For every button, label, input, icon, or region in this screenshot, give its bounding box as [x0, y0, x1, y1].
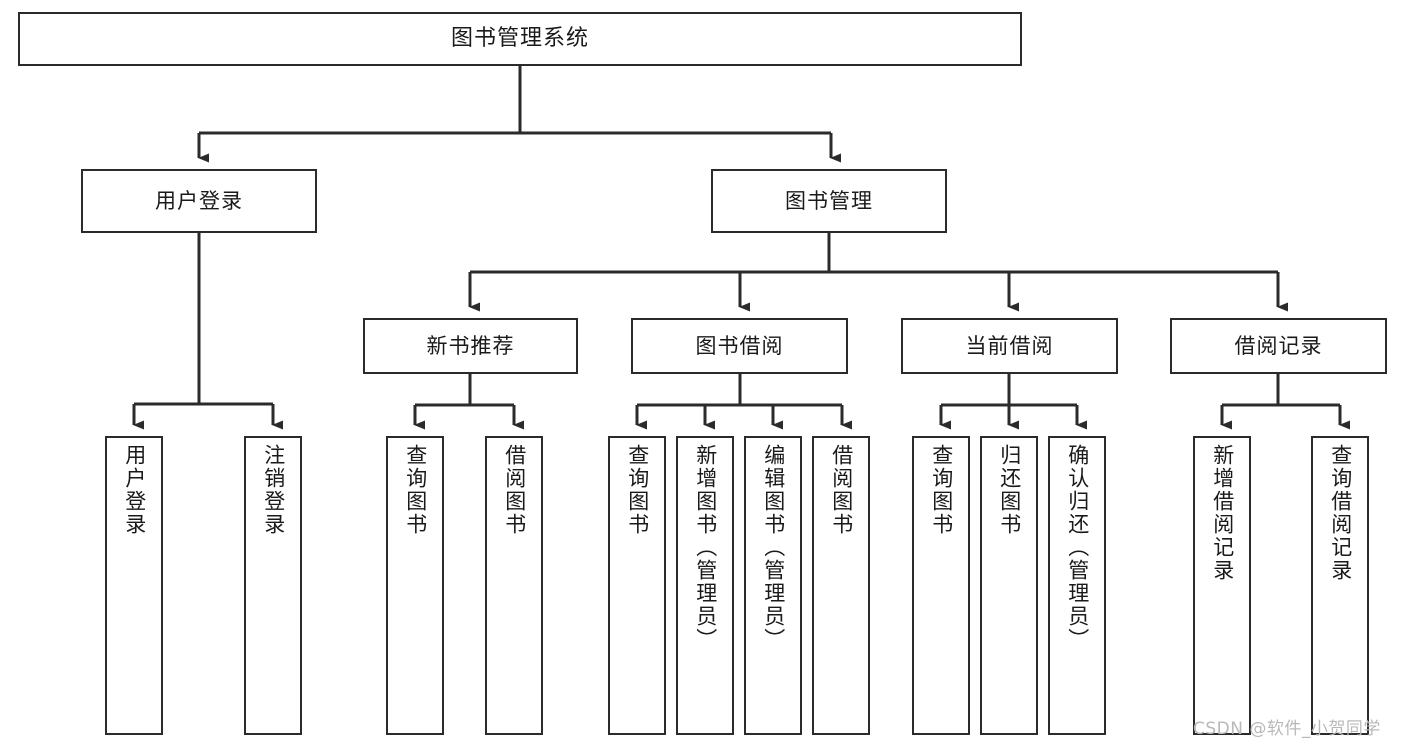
leaf-current-return-book[interactable]: 归还图书	[980, 436, 1038, 735]
node-label: 用户登录	[155, 188, 243, 213]
leaf-user-login-logout[interactable]: 注销登录	[244, 436, 302, 735]
node-user-login[interactable]: 用户登录	[81, 169, 317, 233]
leaf-borrow-borrow-book[interactable]: 借阅图书	[812, 436, 870, 735]
node-label: 新增借阅记录	[1210, 444, 1235, 582]
node-label: 借阅图书	[829, 444, 854, 536]
node-label: 图书管理系统	[450, 26, 589, 51]
watermark-text: CSDN @软件_小贺同学	[1193, 719, 1381, 739]
node-label: 图书管理	[785, 188, 873, 213]
node-label: 新书推荐	[426, 333, 515, 358]
node-borrow-record[interactable]: 借阅记录	[1170, 318, 1387, 374]
leaf-user-login-login[interactable]: 用户登录	[105, 436, 163, 735]
node-label: 图书借阅	[695, 333, 784, 358]
leaf-recommend-query-book[interactable]: 查询图书	[386, 436, 444, 735]
leaf-current-query-book[interactable]: 查询图书	[912, 436, 970, 735]
leaf-borrow-add-book-admin[interactable]: 新增图书（管理员）	[676, 436, 734, 735]
node-label: 借阅记录	[1234, 333, 1323, 358]
node-label: 确认归还（管理员）	[1065, 444, 1090, 651]
leaf-recommend-borrow-book[interactable]: 借阅图书	[485, 436, 543, 735]
leaf-borrow-query-book[interactable]: 查询图书	[608, 436, 666, 735]
node-label: 编辑图书（管理员）	[761, 444, 786, 651]
leaf-record-query-record[interactable]: 查询借阅记录	[1311, 436, 1369, 735]
node-label: 归还图书	[997, 444, 1022, 536]
node-new-book-recommend[interactable]: 新书推荐	[363, 318, 578, 374]
leaf-borrow-edit-book-admin[interactable]: 编辑图书（管理员）	[744, 436, 802, 735]
leaf-record-add-record[interactable]: 新增借阅记录	[1193, 436, 1251, 735]
node-root-system[interactable]: 图书管理系统	[18, 12, 1022, 66]
node-label: 当前借阅	[965, 333, 1054, 358]
node-label: 借阅图书	[502, 444, 527, 536]
leaf-current-confirm-return-admin[interactable]: 确认归还（管理员）	[1048, 436, 1106, 735]
node-label: 查询借阅记录	[1328, 444, 1353, 582]
node-book-management[interactable]: 图书管理	[711, 169, 947, 233]
node-current-borrow[interactable]: 当前借阅	[901, 318, 1118, 374]
node-label: 查询图书	[403, 444, 428, 536]
node-book-borrow[interactable]: 图书借阅	[631, 318, 848, 374]
node-label: 新增图书（管理员）	[693, 444, 718, 651]
node-label: 查询图书	[929, 444, 954, 536]
node-label: 查询图书	[625, 444, 650, 536]
node-label: 注销登录	[261, 444, 286, 536]
node-label: 用户登录	[122, 444, 147, 536]
